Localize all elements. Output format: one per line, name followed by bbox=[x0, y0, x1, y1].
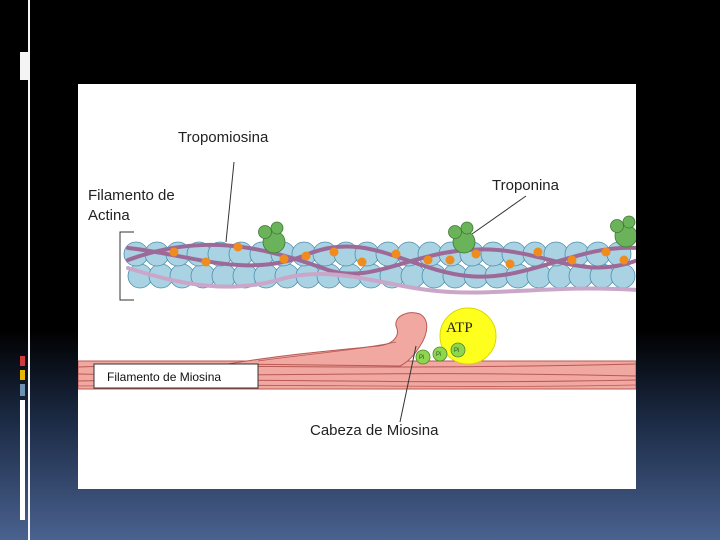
binding-site-dot bbox=[533, 247, 543, 257]
binding-site-dot bbox=[391, 249, 401, 259]
binding-site-dot bbox=[601, 247, 611, 257]
binding-site-dot bbox=[567, 255, 577, 265]
tropomyosin-strand bbox=[126, 242, 636, 276]
binding-site-dot bbox=[329, 247, 339, 257]
myosin-head bbox=[227, 312, 428, 367]
filamento-miosina-label: Filamento de Miosina bbox=[107, 370, 221, 384]
troponin-subunit bbox=[258, 225, 272, 239]
troponin-subunit bbox=[622, 215, 636, 229]
binding-site-dot bbox=[279, 254, 289, 264]
troponin-subunit bbox=[448, 225, 462, 239]
filamento-actina-label-line1: Filamento de bbox=[88, 187, 175, 204]
pi-label-1: Pi bbox=[419, 355, 424, 361]
phosphate-groups: Pi Pi Pi bbox=[415, 342, 466, 365]
slide-decoration-blue bbox=[20, 384, 25, 396]
troponin-complex bbox=[258, 221, 286, 254]
actin-bead bbox=[358, 263, 384, 289]
binding-site-dot bbox=[423, 255, 433, 265]
actin-bracket bbox=[119, 231, 134, 301]
cabeza-miosina-leader bbox=[399, 345, 417, 423]
atp-label: ATP bbox=[446, 320, 473, 336]
tropomyosin-strand bbox=[126, 266, 636, 295]
actin-bead bbox=[480, 241, 506, 267]
tropomyosin-strands bbox=[126, 242, 636, 295]
tropomiosina-leader bbox=[225, 161, 235, 243]
actin-bead bbox=[547, 263, 573, 289]
binding-site-dot bbox=[233, 242, 243, 252]
slide-left-rule bbox=[28, 0, 30, 540]
troponin-subunit bbox=[610, 219, 624, 233]
troponin-subunit bbox=[460, 221, 474, 235]
troponin-subunit bbox=[270, 221, 284, 235]
sarcomere-diagram: ATP Pi Pi Pi Filamento de Miosina bbox=[78, 84, 636, 489]
binding-site-dot bbox=[471, 249, 481, 259]
pi-label-3: Pi bbox=[454, 348, 459, 354]
atp-molecule: ATP bbox=[439, 307, 497, 365]
slide-decoration-top bbox=[20, 52, 29, 80]
tropomiosina-label: Tropomiosina bbox=[178, 129, 269, 146]
troponina-leader bbox=[471, 195, 527, 235]
troponina-label: Troponina bbox=[492, 177, 560, 194]
filamento-actina-label-line2: Actina bbox=[88, 207, 130, 224]
pi-label-2: Pi bbox=[436, 352, 441, 358]
binding-site-dot bbox=[201, 257, 211, 267]
slide-decoration-red bbox=[20, 356, 25, 366]
binding-site-dot bbox=[169, 247, 179, 257]
tropomyosin-strand bbox=[126, 244, 636, 279]
actin-beads-lower bbox=[127, 263, 636, 289]
cabeza-miosina-label: Cabeza de Miosina bbox=[310, 422, 439, 439]
slide-decoration-yellow bbox=[20, 370, 25, 380]
binding-site-dot bbox=[445, 255, 455, 265]
binding-site-dot bbox=[505, 259, 515, 269]
binding-site-dots bbox=[169, 242, 629, 269]
binding-site-dot bbox=[301, 251, 311, 261]
troponin-complex bbox=[448, 221, 476, 254]
binding-site-dot bbox=[357, 257, 367, 267]
troponin-complexes bbox=[258, 215, 636, 254]
slide-decoration-white bbox=[20, 400, 25, 520]
myosin-filament-label-box: Filamento de Miosina bbox=[93, 363, 259, 389]
binding-site-dot bbox=[619, 255, 629, 265]
troponin-complex bbox=[610, 215, 636, 248]
